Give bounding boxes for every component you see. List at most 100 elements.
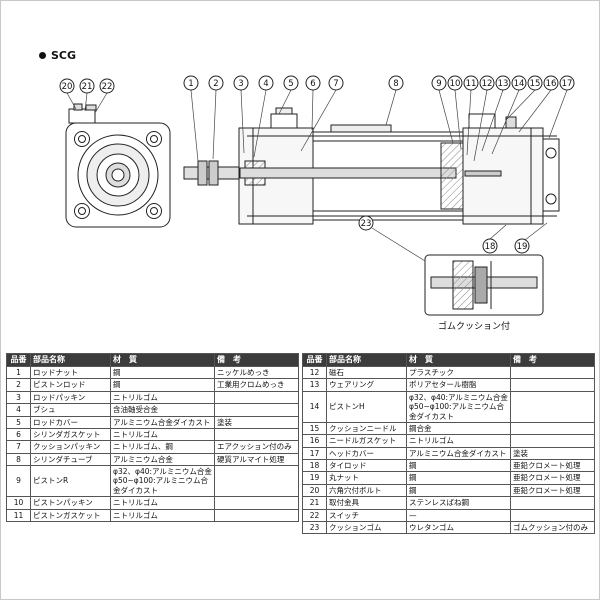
detail-caption: ゴムクッション付 [437, 322, 510, 332]
svg-text:20: 20 [62, 82, 73, 92]
part-name: クッションニードル [326, 421, 407, 436]
part-name: シリンダチューブ [30, 452, 111, 467]
part-number: 2 [6, 378, 31, 392]
part-remarks [510, 421, 595, 436]
svg-text:18: 18 [485, 242, 496, 252]
svg-text:2: 2 [213, 79, 218, 89]
front-view [65, 103, 171, 228]
part-callout-2: 2 [208, 75, 224, 91]
part-material: φ32、φ40:アルミニウム合金 φ50~φ100:アルミニウム合金ダイカスト [110, 464, 215, 498]
part-number: 4 [6, 403, 31, 417]
part-remarks: ゴムクッション付のみ [510, 520, 595, 535]
part-callout-13: 13 [495, 75, 511, 91]
detail-view [424, 254, 544, 316]
col-header-part-name: 部品名称 [326, 353, 407, 367]
part-material: ニトリルゴム [406, 434, 511, 448]
part-remarks: 亜鉛クロメート処理 [510, 471, 595, 485]
part-material: ポリアセタール樹脂 [406, 378, 511, 392]
part-material: プラスチック [406, 365, 511, 380]
part-material: ニトリルゴム [110, 390, 215, 405]
col-header-material: 材 質 [406, 353, 511, 367]
col-header-remarks: 備 考 [510, 353, 595, 367]
part-number: 8 [6, 452, 31, 467]
model-code: SCG [51, 49, 77, 62]
svg-text:19: 19 [517, 242, 528, 252]
table-header-row: 品番 部品名称 材 質 備 考 [6, 353, 299, 367]
part-name: ロッドパッキン [30, 390, 111, 405]
part-remarks [214, 427, 299, 442]
part-callout-9: 9 [431, 75, 447, 91]
part-name: スイッチ [326, 508, 407, 522]
part-callout-18: 18 [482, 238, 498, 254]
part-remarks [510, 496, 595, 510]
part-number: 17 [302, 446, 327, 461]
svg-text:3: 3 [238, 79, 243, 89]
part-name: 磁石 [326, 365, 407, 380]
svg-text:5: 5 [288, 79, 293, 89]
part-number: 6 [6, 427, 31, 442]
part-callout-10: 10 [447, 75, 463, 91]
part-number: 13 [302, 378, 327, 392]
part-remarks: 亜鉛クロメート処理 [510, 483, 595, 498]
part-remarks: エアクッション付のみ [214, 440, 299, 454]
part-name: ロッドカバー [30, 415, 111, 429]
leader-lines [66, 89, 568, 262]
part-number: 5 [6, 415, 31, 429]
svg-text:22: 22 [102, 82, 113, 92]
svg-text:10: 10 [450, 79, 461, 89]
part-name: 六角穴付ボルト [326, 483, 407, 498]
part-callout-23: 23 [358, 215, 374, 231]
part-number: 19 [302, 471, 327, 485]
svg-text:8: 8 [393, 79, 398, 89]
part-number: 10 [6, 496, 31, 510]
part-callout-19: 19 [514, 238, 530, 254]
part-number: 14 [302, 390, 327, 423]
bullet-icon [39, 52, 46, 59]
part-remarks [510, 365, 595, 380]
part-callout-5: 5 [283, 75, 299, 91]
part-material: 鋼 [406, 458, 511, 473]
svg-text:15: 15 [530, 79, 541, 89]
svg-text:16: 16 [546, 79, 557, 89]
part-name: シリンダガスケット [30, 427, 111, 442]
part-remarks [214, 508, 299, 522]
part-callout-6: 6 [305, 75, 321, 91]
model-label: SCG [39, 49, 76, 62]
part-remarks [510, 390, 595, 423]
part-name: 取付金具 [326, 496, 407, 510]
part-name: ウェアリング [326, 378, 407, 392]
part-remarks [510, 508, 595, 522]
part-number: 15 [302, 421, 327, 436]
part-name: ピストンガスケット [30, 508, 111, 522]
part-number: 21 [302, 496, 327, 510]
part-remarks: 塗装 [510, 446, 595, 461]
part-callout-8: 8 [388, 75, 404, 91]
part-callout-21: 21 [79, 78, 95, 94]
svg-text:12: 12 [482, 79, 493, 89]
part-remarks [214, 390, 299, 405]
part-number: 1 [6, 365, 31, 380]
part-callout-11: 11 [463, 75, 479, 91]
part-callout-4: 4 [258, 75, 274, 91]
part-number: 11 [6, 508, 31, 522]
svg-text:4: 4 [263, 79, 268, 89]
part-material: ニトリルゴム、鋼 [110, 440, 215, 454]
